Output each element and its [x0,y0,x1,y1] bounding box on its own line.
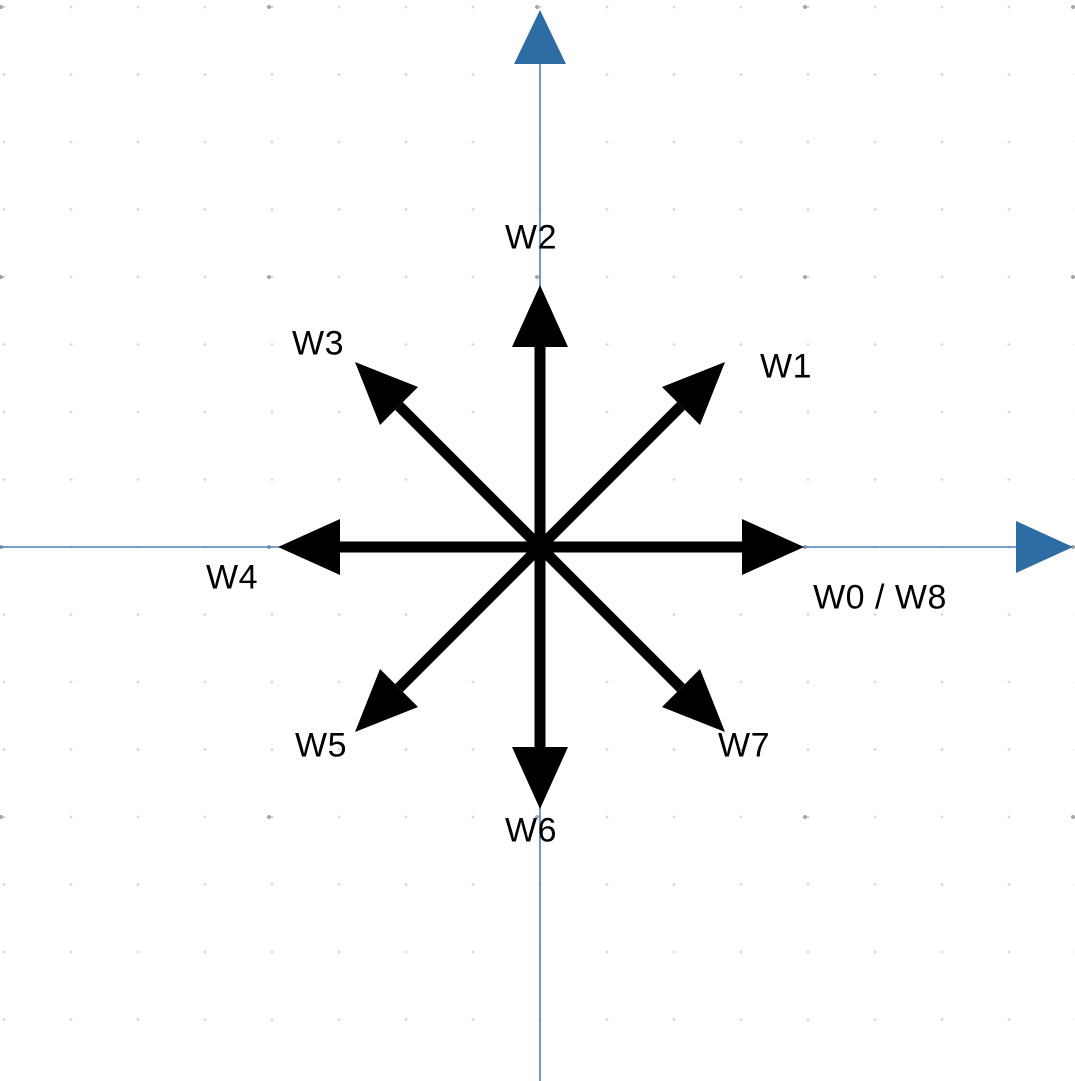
arrow-w7-southeast [536,543,725,732]
arrow-w6-head-icon [512,747,568,809]
arrow-w4-west [278,519,540,575]
label-w0-w8: W0 / W8 [813,578,947,617]
vertical-axis-arrowhead-icon [514,10,566,64]
arrow-w4-head-icon [278,519,340,575]
label-w2: W2 [505,218,557,257]
label-w4: W4 [206,558,258,597]
arrow-w2-head-icon [512,285,568,347]
arrow-w5-southwest [355,543,544,732]
arrow-w0-w8-east [540,519,804,575]
direction-arrows [278,285,804,809]
arrow-w7-head-icon [662,669,725,732]
arrow-w0-w8-head-icon [742,519,804,575]
arrow-w1-northeast [536,362,725,551]
arrow-w3-head-icon [355,362,418,425]
arrow-w5-head-icon [355,669,418,732]
label-w5: W5 [295,726,347,765]
label-w3: W3 [292,324,344,363]
arrow-w1-head-icon [662,362,725,425]
label-w6: W6 [505,811,557,850]
arrow-w3-shaft [395,402,544,551]
label-w1: W1 [760,347,812,386]
arrow-w5-shaft [395,543,544,692]
arrow-w7-shaft [536,543,685,692]
horizontal-axis-arrowhead-icon [1016,521,1073,573]
arrow-w6-south [512,547,568,809]
label-w7: W7 [718,726,770,765]
arrow-w3-northwest [355,362,544,551]
arrow-w2-north [512,285,568,547]
arrow-w1-shaft [536,402,685,551]
